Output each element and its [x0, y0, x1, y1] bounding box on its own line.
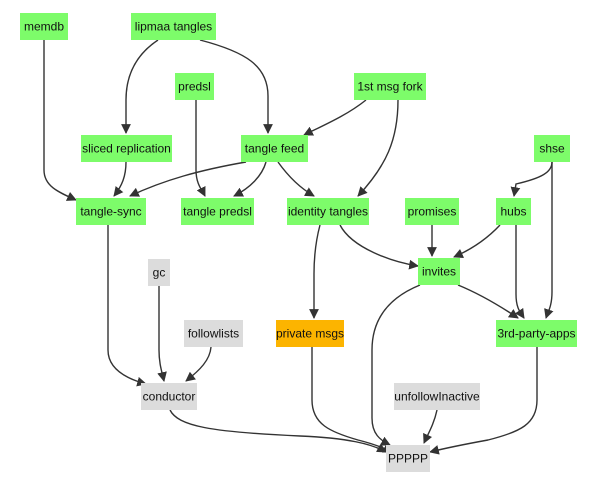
node-box-unfollow: [394, 383, 480, 410]
node-sliced: sliced replication: [81, 135, 172, 162]
node-box-promises: [405, 198, 459, 225]
node-box-tanglepredsl: [181, 198, 254, 225]
node-label-fork: 1st msg fork: [357, 80, 423, 94]
node-box-ppppp: [386, 445, 430, 472]
node-box-shse: [534, 135, 570, 162]
edge-tanglefeed-to-identity: [277, 161, 315, 197]
edge-predsl-to-tanglepredsl: [195, 100, 206, 197]
node-label-ppppp: PPPPP: [388, 452, 428, 466]
node-label-private: private msgs: [276, 327, 344, 341]
node-label-sliced: sliced replication: [82, 142, 171, 156]
node-box-identity: [287, 198, 369, 225]
edge-tanglesync-to-conductor: [107, 225, 147, 387]
node-label-tanglefeed: tangle feed: [245, 142, 304, 156]
node-box-private: [276, 320, 344, 347]
edge-fork-to-tanglefeed: [303, 99, 367, 136]
node-label-unfollow: unfollowInactive: [394, 390, 480, 404]
node-label-tanglepredsl: tangle predsl: [183, 205, 252, 219]
node-label-predsl: predsl: [178, 80, 211, 94]
node-tanglefeed: tangle feed: [241, 135, 308, 162]
node-label-shse: shse: [539, 142, 565, 156]
node-label-tanglesync: tangle-sync: [80, 205, 141, 219]
node-gc: gc: [148, 259, 170, 286]
node-followlists: followlists: [184, 320, 243, 347]
edge-fork-to-identity: [357, 99, 399, 197]
node-box-memdb: [20, 13, 68, 40]
node-box-sliced: [81, 135, 172, 162]
edge-followlists-to-conductor: [185, 346, 212, 382]
node-shse: shse: [534, 135, 570, 162]
edge-lipmaa-to-sliced: [121, 39, 159, 134]
edge-shse-to-hubs: [510, 161, 553, 197]
node-label-conductor: conductor: [143, 390, 196, 404]
node-label-memdb: memdb: [24, 20, 64, 34]
node-box-predsl: [175, 73, 214, 100]
node-label-lipmaa: lipmaa tangles: [135, 20, 212, 34]
node-unfollow: unfollowInactive: [394, 383, 480, 410]
edge-identity-to-invites: [339, 224, 419, 270]
node-fork: 1st msg fork: [354, 73, 426, 100]
edge-tanglefeed-to-tanglepredsl: [233, 161, 267, 197]
node-predsl: predsl: [175, 73, 214, 100]
node-label-promises: promises: [408, 205, 457, 219]
edge-conductor-to-ppppp: [169, 409, 387, 453]
node-invites: invites: [418, 258, 460, 285]
node-label-thirdparty: 3rd-party-apps: [497, 327, 575, 341]
edge-private-to-ppppp: [311, 347, 393, 453]
edge-unfollow-to-ppppp: [423, 409, 438, 444]
edge-shse-to-thirdparty: [544, 162, 554, 319]
node-private: private msgs: [276, 320, 344, 347]
node-hubs: hubs: [496, 198, 531, 225]
edge-invites-to-ppppp: [371, 284, 421, 446]
edge-thirdparty-to-ppppp: [429, 347, 538, 455]
nodes-layer: memdb lipmaa tangles predsl 1st msg fork sli…: [20, 13, 577, 472]
node-box-tanglefeed: [241, 135, 308, 162]
node-identity: identity tangles: [287, 198, 369, 225]
node-box-thirdparty: [496, 320, 577, 347]
node-box-tanglesync: [76, 198, 146, 225]
node-box-invites: [418, 258, 460, 285]
node-box-followlists: [184, 320, 243, 347]
node-box-hubs: [496, 198, 531, 225]
node-tanglesync: tangle-sync: [76, 198, 146, 225]
node-label-followlists: followlists: [188, 327, 239, 341]
edge-memdb-to-tanglesync: [43, 40, 77, 201]
node-memdb: memdb: [20, 13, 68, 40]
edge-hubs-to-thirdparty: [515, 225, 525, 319]
node-label-identity: identity tangles: [288, 205, 368, 219]
node-ppppp: PPPPP: [386, 445, 430, 472]
edge-tanglefeed-to-tanglesync: [129, 161, 247, 197]
edge-invites-to-thirdparty: [457, 284, 519, 319]
edges-layer: [43, 39, 554, 455]
edge-identity-to-private: [309, 224, 321, 319]
node-label-invites: invites: [422, 265, 456, 279]
edge-gc-to-conductor: [157, 286, 167, 382]
edge-hubs-to-invites: [453, 224, 501, 258]
edge-sliced-to-tanglesync: [113, 161, 127, 197]
node-label-hubs: hubs: [500, 205, 526, 219]
node-box-lipmaa: [131, 13, 216, 40]
node-lipmaa: lipmaa tangles: [131, 13, 216, 40]
node-box-gc: [148, 259, 170, 286]
node-box-fork: [354, 73, 426, 100]
node-tanglepredsl: tangle predsl: [181, 198, 254, 225]
node-promises: promises: [405, 198, 459, 225]
node-conductor: conductor: [141, 383, 197, 410]
node-thirdparty: 3rd-party-apps: [496, 320, 577, 347]
node-box-conductor: [141, 383, 197, 410]
node-label-gc: gc: [153, 266, 166, 280]
edge-lipmaa-to-tanglefeed: [199, 39, 273, 134]
